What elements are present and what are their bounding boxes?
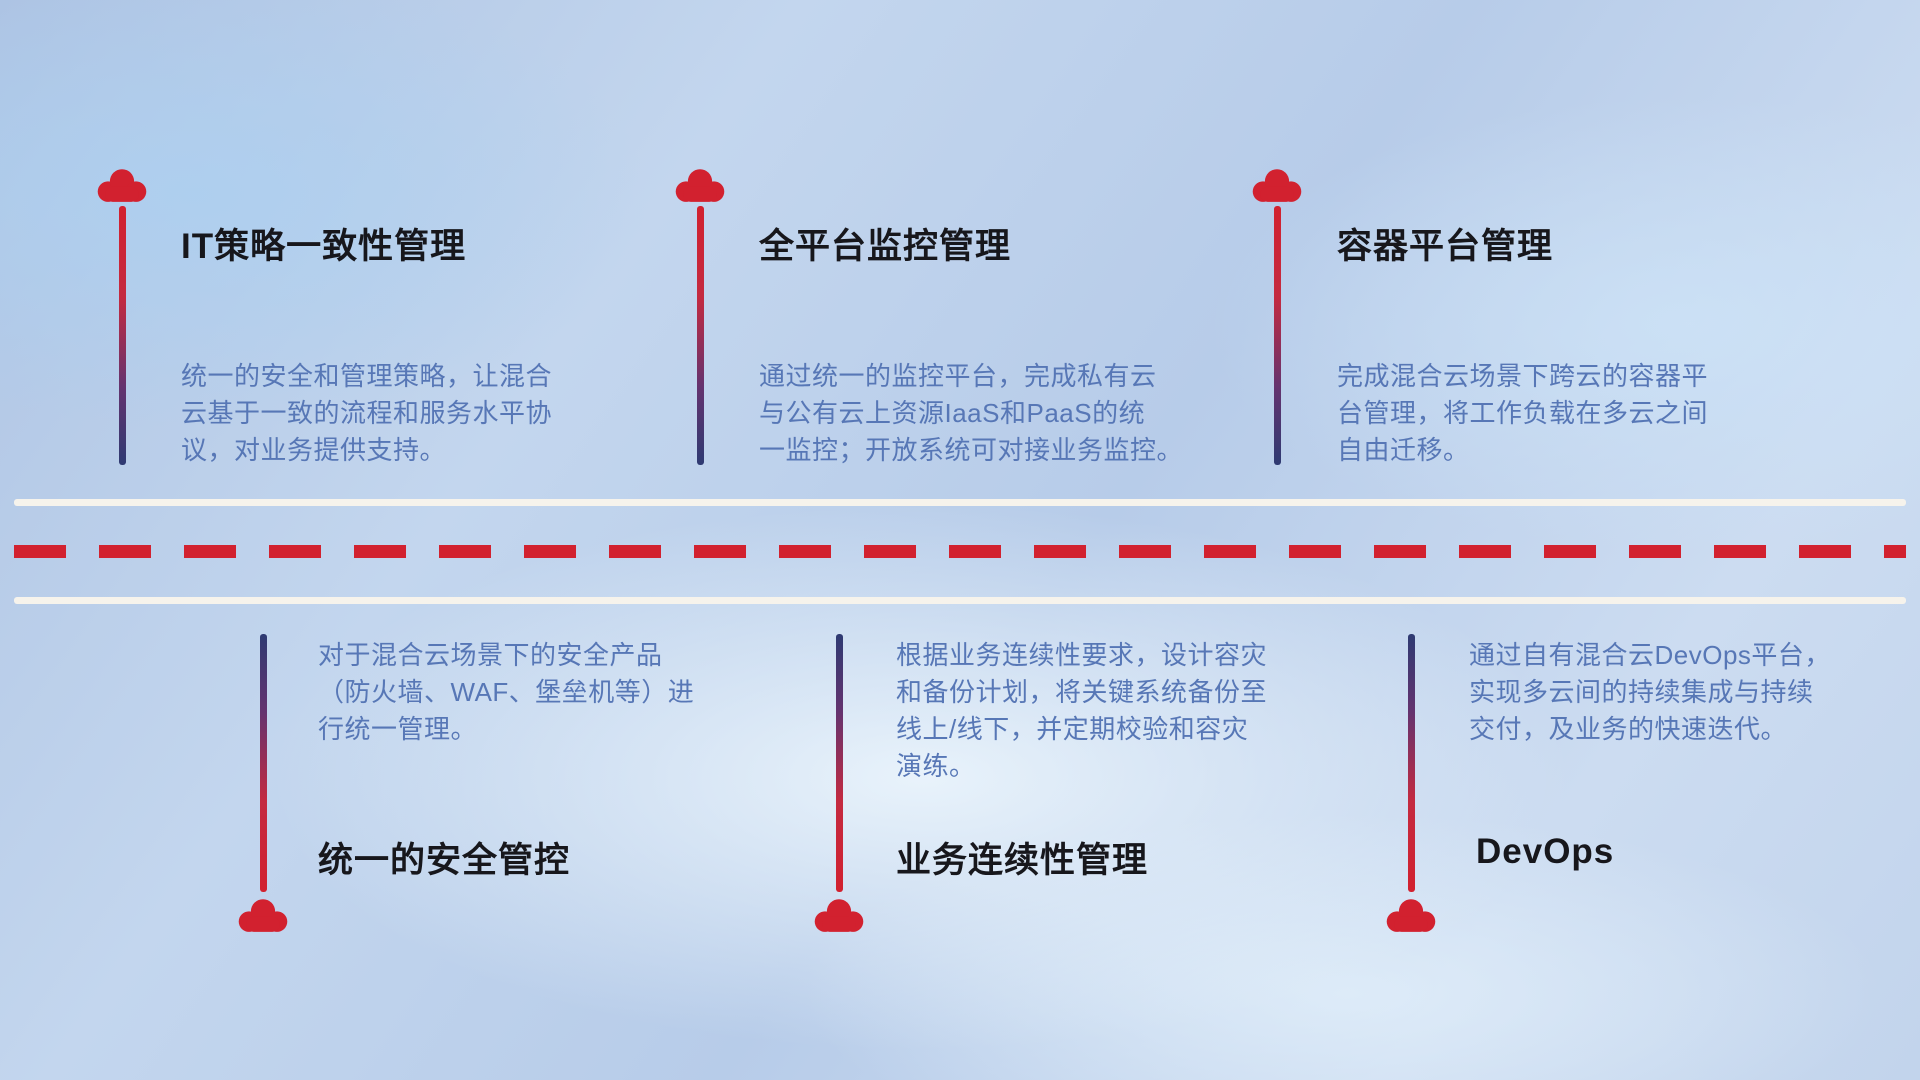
feature-title: 业务连续性管理 [896, 841, 1149, 880]
road-center-dashed-line [14, 545, 1906, 558]
timeline-stem [697, 206, 704, 465]
feature-description: 通过统一的监控平台，完成私有云 与公有云上资源IaaS和PaaS的统 一监控；开… [759, 361, 1184, 465]
cloud-icon [1249, 166, 1305, 206]
feature-description: 对于混合云场景下的安全产品 （防火墙、WAF、堡垒机等）进 行统一管理。 [318, 640, 695, 744]
feature-description: 统一的安全和管理策略，让混合 云基于一致的流程和服务水平协 议，对业务提供支持。 [181, 361, 553, 465]
feature-title: 统一的安全管控 [318, 841, 571, 880]
cloud-icon [672, 166, 728, 206]
timeline-stem [836, 634, 843, 892]
feature-description: 根据业务连续性要求，设计容灾 和备份计划，将关键系统备份至 线上/线下，并定期校… [896, 640, 1268, 781]
timeline-stem [1274, 206, 1281, 465]
feature-description: 通过自有混合云DevOps平台， 实现多云间的持续集成与持续 交付，及业务的快速… [1469, 640, 1831, 744]
timeline-stem [260, 634, 267, 892]
feature-title: 容器平台管理 [1337, 227, 1554, 266]
road-top-line [14, 499, 1906, 506]
road-bottom-line [14, 597, 1906, 604]
cloud-icon [235, 896, 291, 936]
timeline-stem [1408, 634, 1415, 892]
feature-title: DevOps [1476, 832, 1615, 871]
feature-description: 完成混合云场景下跨云的容器平 台管理，将工作负载在多云之间 自由迁移。 [1337, 361, 1709, 465]
timeline-stem [119, 206, 126, 465]
cloud-icon [94, 166, 150, 206]
feature-title: IT策略一致性管理 [181, 227, 467, 266]
cloud-icon [1383, 896, 1439, 936]
cloud-icon [811, 896, 867, 936]
feature-title: 全平台监控管理 [759, 227, 1012, 266]
